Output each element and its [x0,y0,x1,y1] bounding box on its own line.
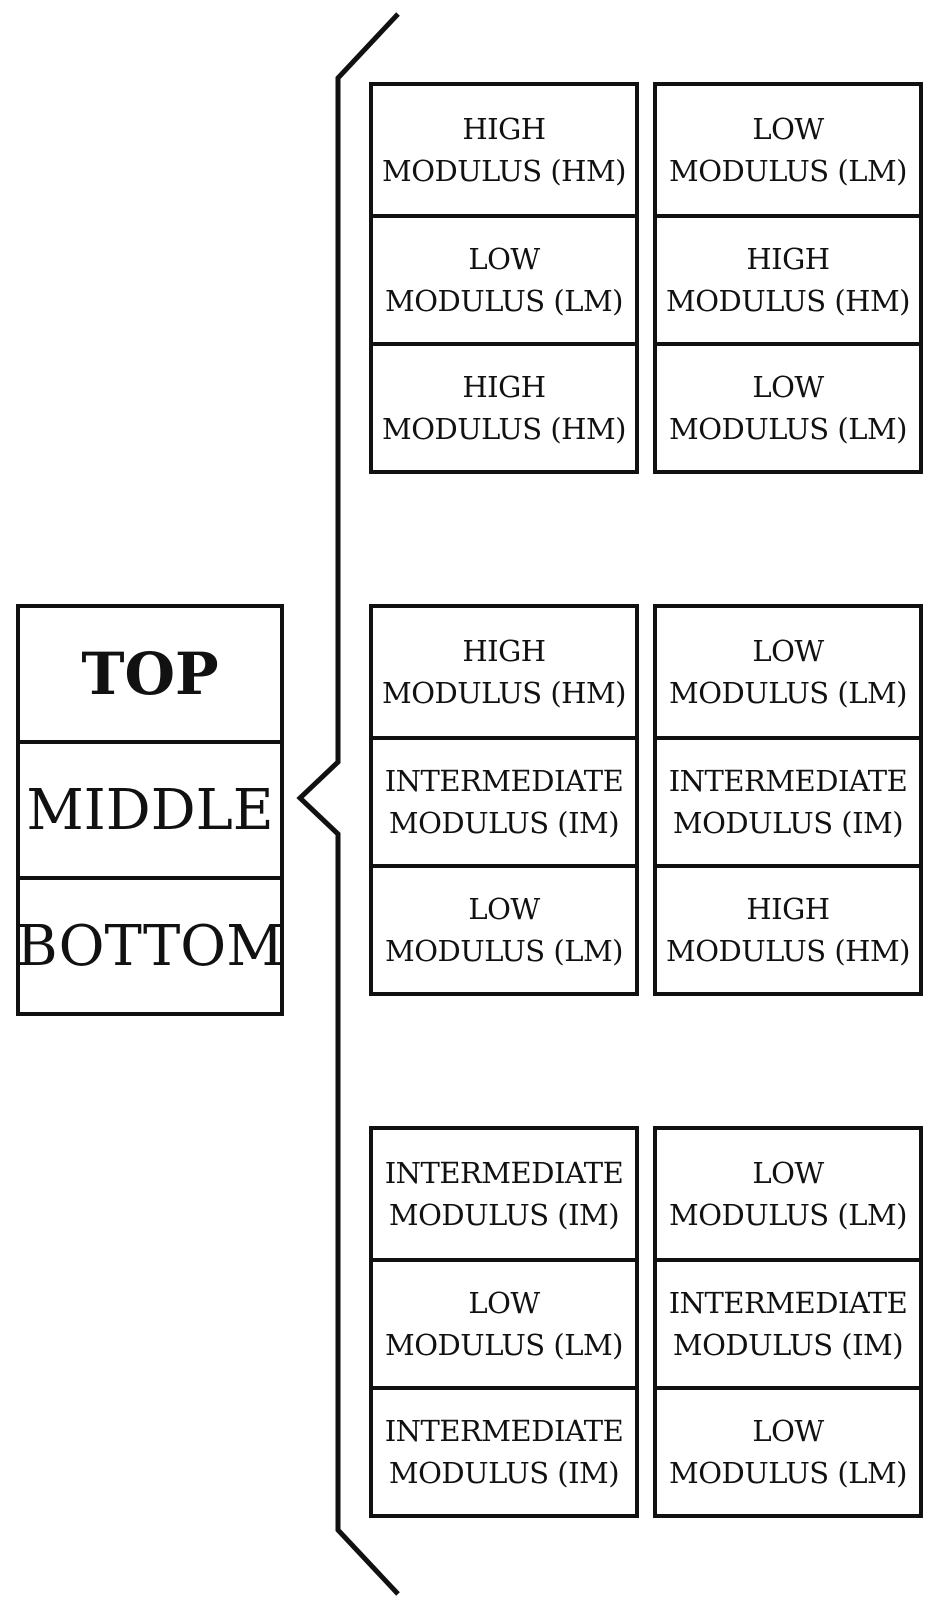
layer-legend: TOP MIDDLE BOTTOM [16,604,284,1016]
layup-column-left: HIGH MODULUS (HM) LOW MODULUS (LM) HIGH MODUL… [369,82,639,474]
layup-column-left: HIGH MODULUS (HM) INTERMEDIATE MODULUS (IM)… [369,604,639,996]
layer-modulus-level: HIGH [462,633,546,668]
layer-modulus-label: MODULUS (LM) [669,154,907,188]
layer-modulus-label: MODULUS (LM) [385,1328,623,1362]
layer-cell: INTERMEDIATE MODULUS (IM) [373,1130,635,1258]
layer-modulus-label: MODULUS (IM) [388,1456,620,1490]
layer-modulus-level: INTERMEDIATE [384,1413,624,1448]
legend-middle: MIDDLE [20,740,280,876]
layer-modulus-level: LOW [752,633,824,668]
layup-column-right: LOW MODULUS (LM) INTERMEDIATE MODULUS (IM) L… [653,1126,923,1518]
layer-cell: INTERMEDIATE MODULUS (IM) [373,736,635,864]
layer-modulus-level: INTERMEDIATE [384,1155,624,1190]
layer-modulus-level: LOW [752,1155,824,1190]
layer-cell: HIGH MODULUS (HM) [373,86,635,214]
layer-modulus-level: HIGH [746,241,830,276]
layer-modulus-label: MODULUS (IM) [388,806,620,840]
layup-config-first: HIGH MODULUS (HM) LOW MODULUS (LM) HIGH MODUL… [369,82,923,474]
layer-cell: HIGH MODULUS (HM) [657,214,919,342]
layup-column-right: LOW MODULUS (LM) INTERMEDIATE MODULUS (IM) H… [653,604,923,996]
layer-cell: LOW MODULUS (LM) [373,864,635,992]
layer-modulus-level: LOW [752,111,824,146]
layer-modulus-label: MODULUS (LM) [669,412,907,446]
layer-cell: LOW MODULUS (LM) [657,1130,919,1258]
layer-modulus-level: HIGH [746,891,830,926]
layer-cell: INTERMEDIATE MODULUS (IM) [657,1258,919,1386]
layer-modulus-level: INTERMEDIATE [668,1285,908,1320]
layer-cell: LOW MODULUS (LM) [373,214,635,342]
layer-cell: INTERMEDIATE MODULUS (IM) [373,1386,635,1514]
layer-modulus-label: MODULUS (LM) [385,284,623,318]
layer-modulus-level: LOW [468,891,540,926]
layer-cell: LOW MODULUS (LM) [373,1258,635,1386]
layer-modulus-label: MODULUS (LM) [385,934,623,968]
layup-column-right: LOW MODULUS (LM) HIGH MODULUS (HM) LOW MODULU… [653,82,923,474]
layer-cell: LOW MODULUS (LM) [657,1386,919,1514]
layer-modulus-level: HIGH [462,369,546,404]
layer-modulus-level: LOW [752,1413,824,1448]
layer-cell: INTERMEDIATE MODULUS (IM) [657,736,919,864]
layer-modulus-level: LOW [468,1285,540,1320]
layer-modulus-level: HIGH [462,111,546,146]
layer-cell: LOW MODULUS (LM) [657,86,919,214]
layer-cell: HIGH MODULUS (HM) [657,864,919,992]
legend-bottom: BOTTOM [16,876,284,1012]
layer-modulus-level: INTERMEDIATE [384,763,624,798]
layer-cell: LOW MODULUS (LM) [657,342,919,470]
layer-modulus-label: MODULUS (IM) [388,1198,620,1232]
layer-modulus-label: MODULUS (HM) [666,934,910,968]
layer-modulus-level: LOW [752,369,824,404]
layup-config-second: HIGH MODULUS (HM) INTERMEDIATE MODULUS (IM)… [369,604,923,996]
layer-cell: HIGH MODULUS (HM) [373,342,635,470]
layer-modulus-label: MODULUS (HM) [382,412,626,446]
layer-cell: LOW MODULUS (LM) [657,608,919,736]
layup-column-left: INTERMEDIATE MODULUS (IM) LOW MODULUS (LM) I… [369,1126,639,1518]
layer-modulus-level: LOW [468,241,540,276]
layer-modulus-level: INTERMEDIATE [668,763,908,798]
layer-modulus-label: MODULUS (HM) [382,154,626,188]
layer-modulus-label: MODULUS (HM) [382,676,626,710]
layer-cell: HIGH MODULUS (HM) [373,608,635,736]
legend-top: TOP [81,640,219,708]
layer-modulus-label: MODULUS (LM) [669,676,907,710]
layer-modulus-label: MODULUS (LM) [669,1456,907,1490]
layer-modulus-label: MODULUS (HM) [666,284,910,318]
layer-modulus-label: MODULUS (IM) [672,806,904,840]
layer-modulus-label: MODULUS (LM) [669,1198,907,1232]
layer-modulus-label: MODULUS (IM) [672,1328,904,1362]
